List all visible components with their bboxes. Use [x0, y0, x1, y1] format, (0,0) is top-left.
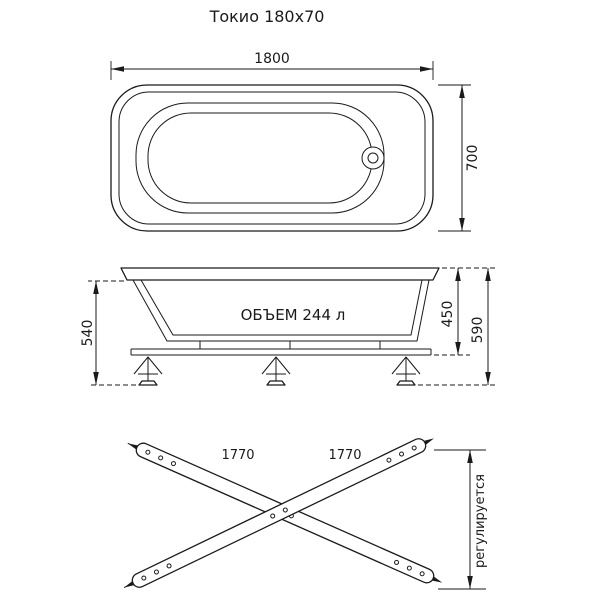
rail-b-length-label: 1770	[328, 448, 361, 463]
support-rail-b	[123, 438, 435, 588]
drawing-title: Токио 180x70	[209, 7, 325, 26]
leg-middle	[261, 356, 291, 386]
drain-inner-circle	[367, 152, 379, 164]
rail-b-holes	[141, 445, 417, 581]
drain-icon	[361, 146, 385, 170]
volume-label: ОБЪЕМ 244 л	[241, 306, 346, 324]
height-right-dimension-label: 590	[470, 317, 486, 344]
rail-a-length-label: 1770	[221, 448, 254, 463]
top-view: 1800 700	[110, 51, 481, 232]
tub-rim-inner-line	[118, 91, 426, 225]
adjustable-foot	[396, 380, 416, 386]
leg-right	[391, 356, 421, 386]
tub-body-outer	[132, 279, 430, 342]
leg-left	[133, 356, 163, 386]
base-rails-view: 1770 1770 регулируется	[123, 438, 488, 590]
adjustable-label: регулируется	[473, 474, 488, 568]
adjustable-foot	[138, 380, 158, 386]
height-left-dimension-label: 540	[80, 320, 96, 347]
width-dimension-label: 700	[465, 145, 481, 172]
tub-body-inner	[140, 279, 423, 336]
tub-rim-outline	[110, 84, 434, 232]
tub-rim-profile	[120, 267, 440, 281]
depth-dimension-label: 450	[440, 301, 456, 328]
rail-b-body	[131, 438, 427, 588]
adjustable-foot	[266, 380, 286, 386]
length-dimension-label: 1800	[254, 51, 290, 67]
side-view: ОБЪЕМ 244 л 540 450 590	[80, 267, 498, 386]
